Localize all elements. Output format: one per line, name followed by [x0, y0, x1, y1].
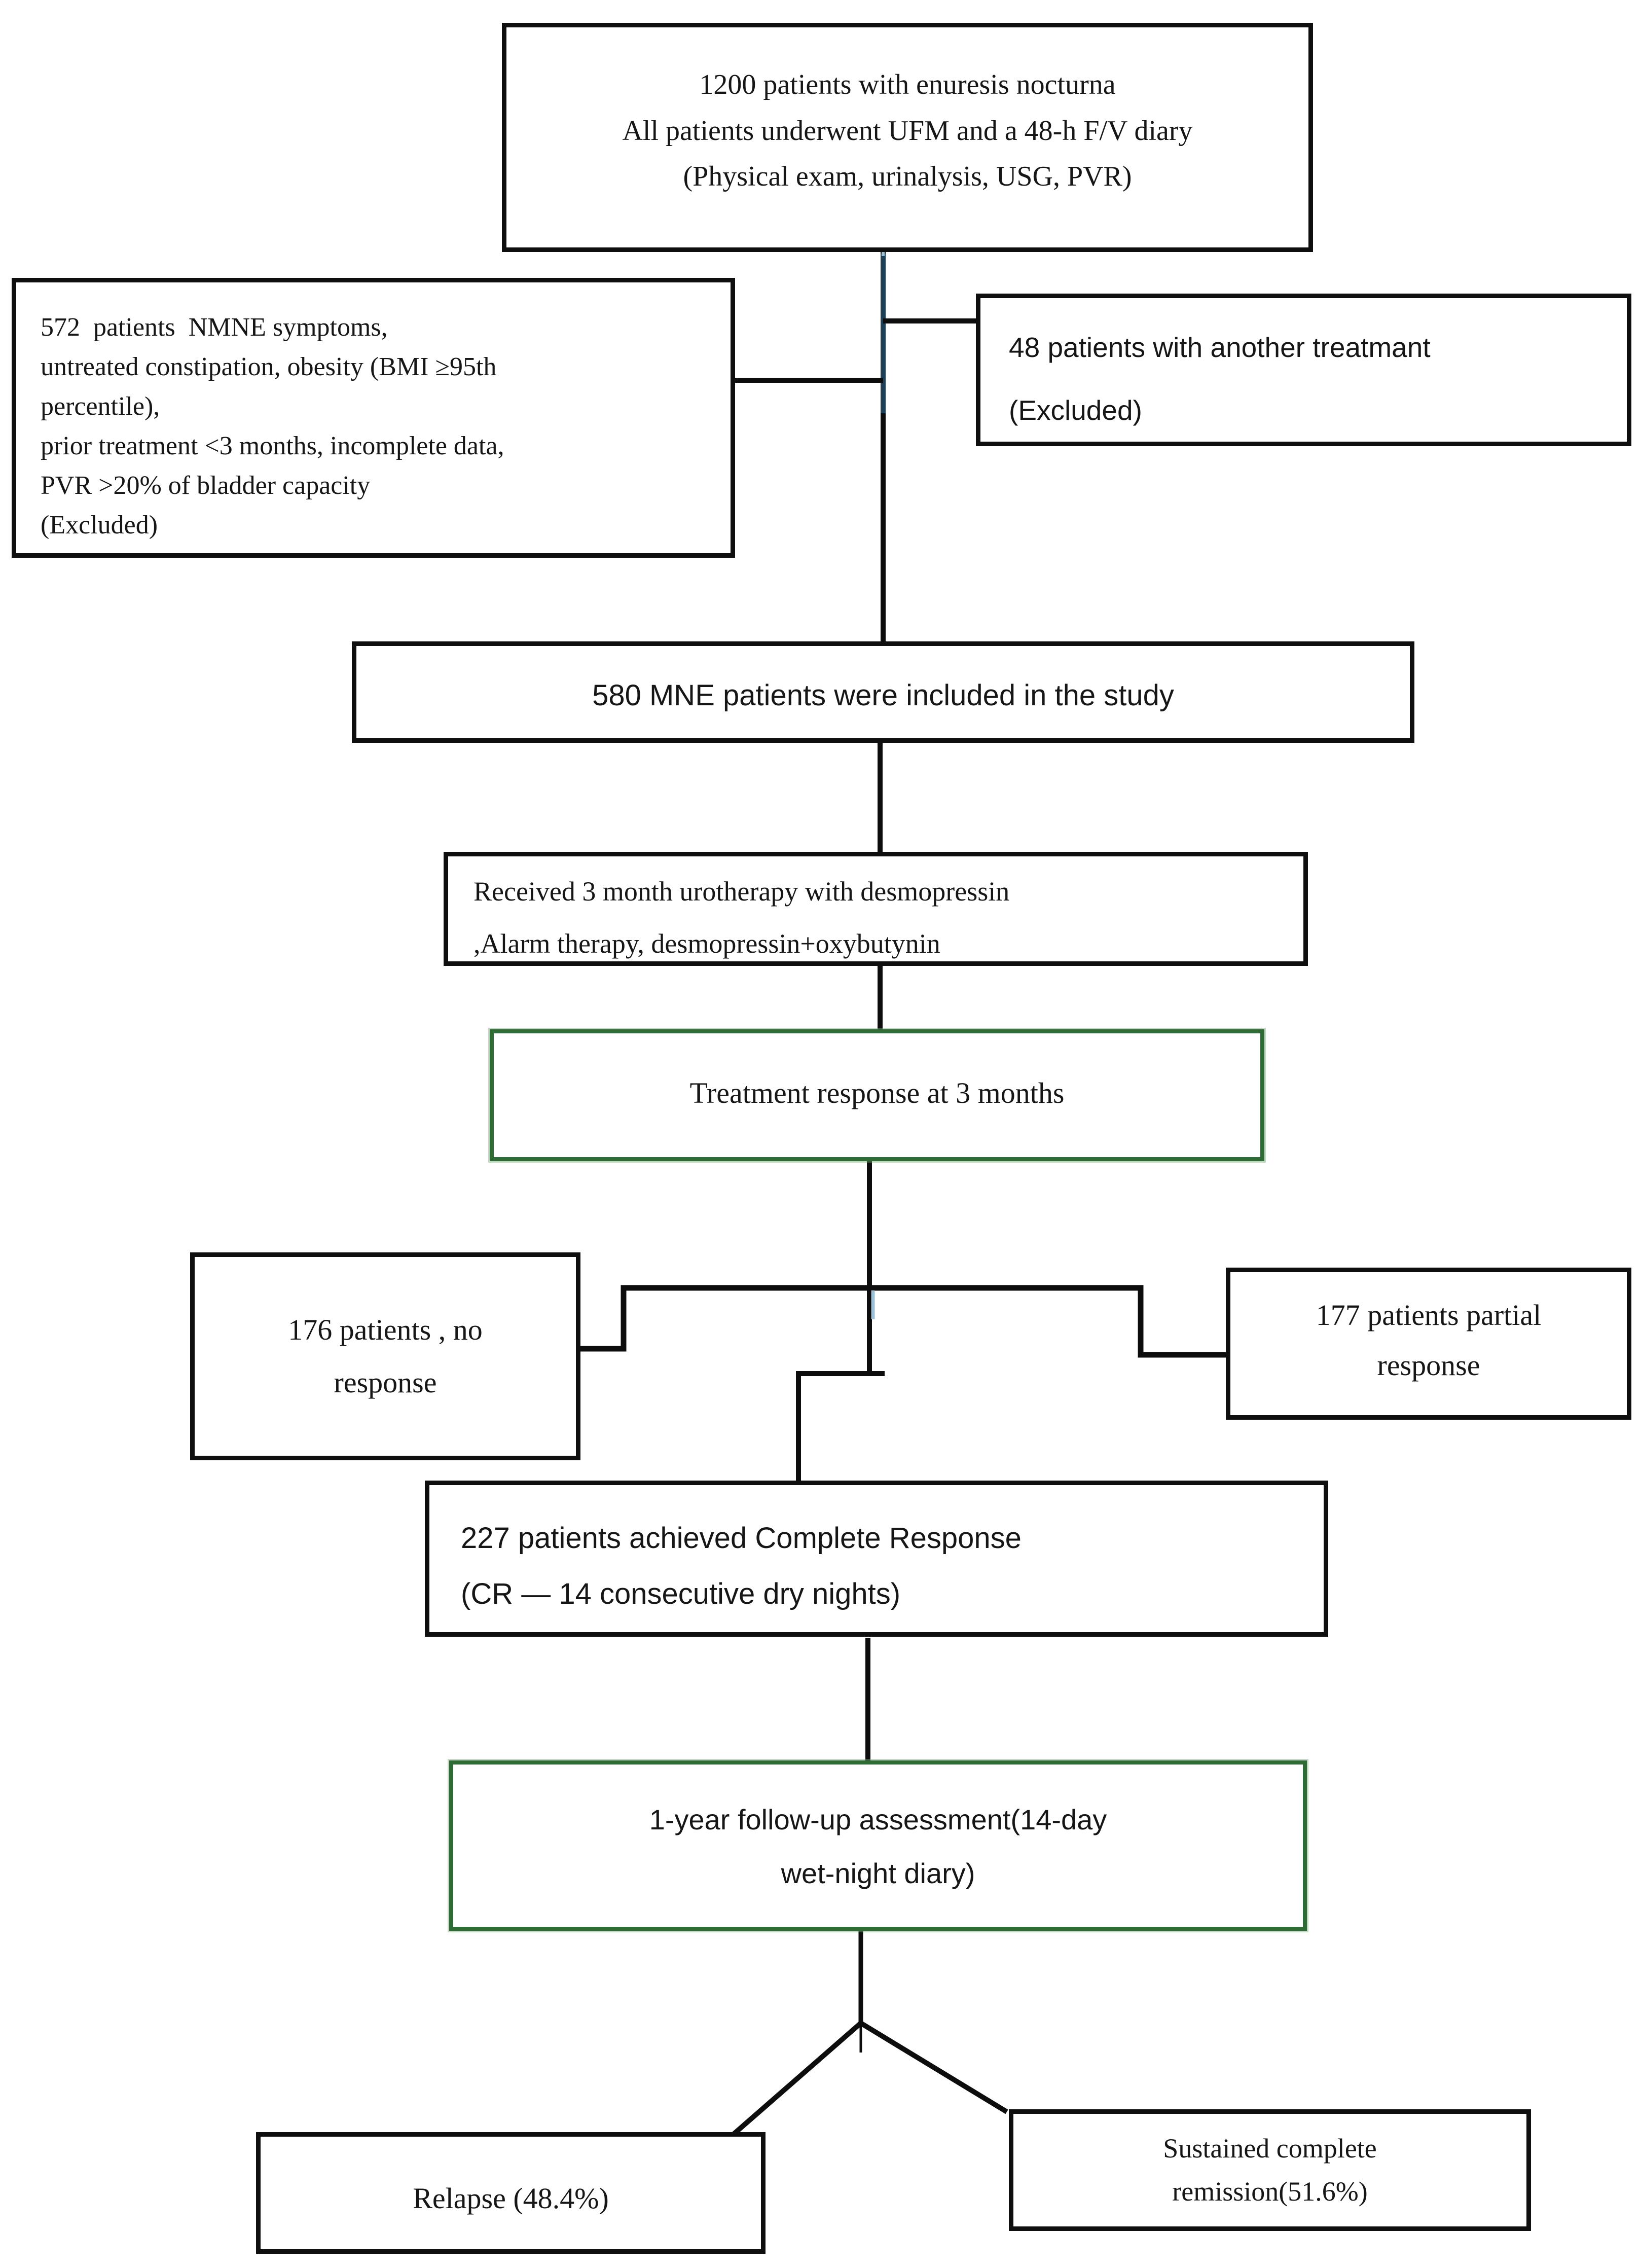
box-one-year-followup: 1-year follow-up assessment(14-day wet-n… — [449, 1760, 1307, 1931]
box-initial-cohort: 1200 patients with enuresis nocturna All… — [502, 23, 1313, 252]
box-included-patients: 580 MNE patients were included in the st… — [352, 641, 1414, 743]
box-treatment-response-3-months: Treatment response at 3 months — [490, 1029, 1264, 1161]
connector-noresponse-to-partial — [580, 1285, 1226, 1358]
box-relapse: Relapse (48.4%) — [256, 2132, 766, 2254]
box-excluded-nmne: 572 patients NMNE symptoms, untreated co… — [12, 278, 735, 558]
connector-split-to-relapse — [732, 2021, 863, 2136]
box-therapy-received: Received 3 month urotherapy with desmopr… — [444, 852, 1308, 966]
box-complete-response: 227 patients achieved Complete Response … — [425, 1481, 1328, 1637]
connector-split-to-sustained — [859, 2021, 1008, 2114]
box-no-response: 176 patients , no response — [190, 1252, 580, 1460]
box-sustained-remission: Sustained complete remission(51.6%) — [1009, 2109, 1531, 2231]
connector-junction-to-complete — [796, 1371, 885, 1483]
box-excluded-other-treatment: 48 patients with another treatmant (Excl… — [976, 294, 1631, 446]
box-partial-response: 177 patients partial response — [1226, 1268, 1631, 1420]
